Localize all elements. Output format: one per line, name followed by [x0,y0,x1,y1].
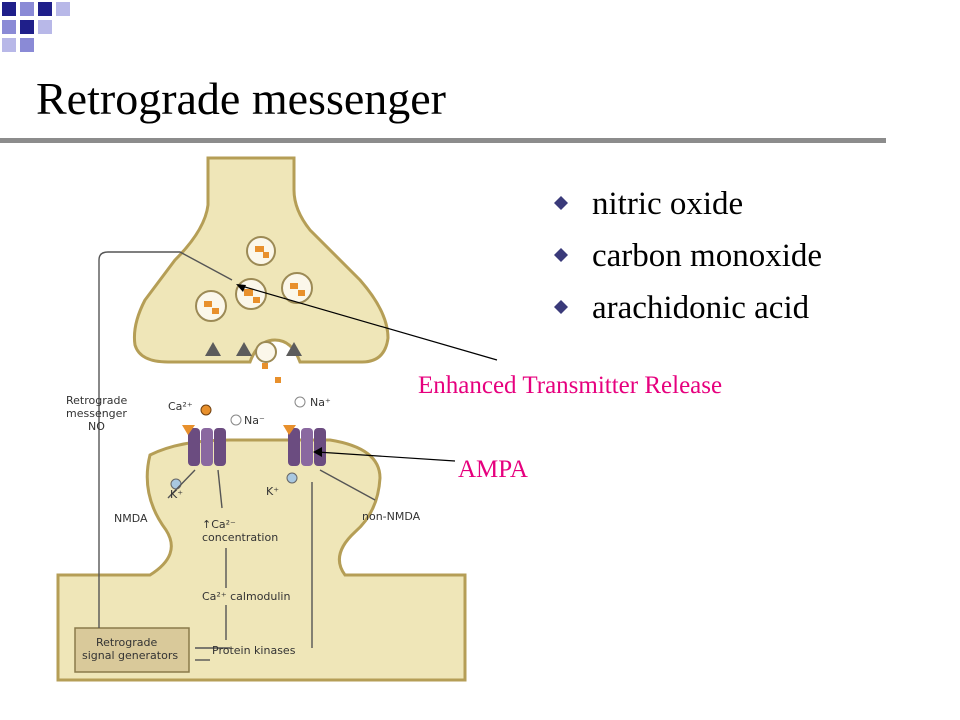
bullet-list: nitric oxide carbon monoxide arachidonic… [552,184,822,340]
enhanced-release-callout: Enhanced Transmitter Release [418,372,723,399]
ca-ion-label: Ca²⁺ [168,400,193,413]
bullet-text: nitric oxide [592,186,744,222]
ca-concentration-label: ↑Ca²⁻ concentration [202,518,278,544]
ampa-callout: AMPA [458,456,528,483]
nmda-receptor [182,425,226,466]
slide-title: Retrograde messenger [36,73,447,124]
k-ion-label: K⁺ [266,485,280,498]
postsynaptic-neuron [56,438,467,682]
diamond-bullet-icon [554,196,568,210]
corner-decoration [2,2,70,52]
nmda-label: NMDA [114,512,148,525]
signal-generators-label: Retrograde signal generators [82,636,178,662]
bullet-item: nitric oxide [552,184,822,236]
label-line: ↑Ca²⁻ [202,518,236,531]
retrograde-messenger-label: Retrograde messenger NO [66,394,127,433]
protein-kinases-label: Protein kinases [212,644,296,657]
diamond-bullet-icon [554,248,568,262]
label-line: Retrograde [66,394,128,407]
label-line: NO [88,420,105,433]
retrograde-signal-generators-box [74,627,190,673]
label-line: messenger [66,407,127,420]
bullet-text: arachidonic acid [592,290,810,326]
title-divider [0,138,886,143]
k-ion-label: K⁺ [170,488,184,501]
bullet-item: arachidonic acid [552,288,822,340]
non-nmda-label: non-NMDA [362,510,421,523]
na-ion-label: Na⁻ [244,414,265,427]
bullet-text: carbon monoxide [592,238,823,274]
calmodulin-label: Ca²⁺ calmodulin [202,590,291,603]
label-line: signal generators [82,649,179,662]
bullet-item: carbon monoxide [552,236,822,288]
na-ion-label: Na⁺ [310,396,331,409]
diamond-bullet-icon [554,300,568,314]
ampa-receptor [283,425,326,466]
label-line: concentration [202,531,279,544]
label-line: Retrograde [96,636,158,649]
